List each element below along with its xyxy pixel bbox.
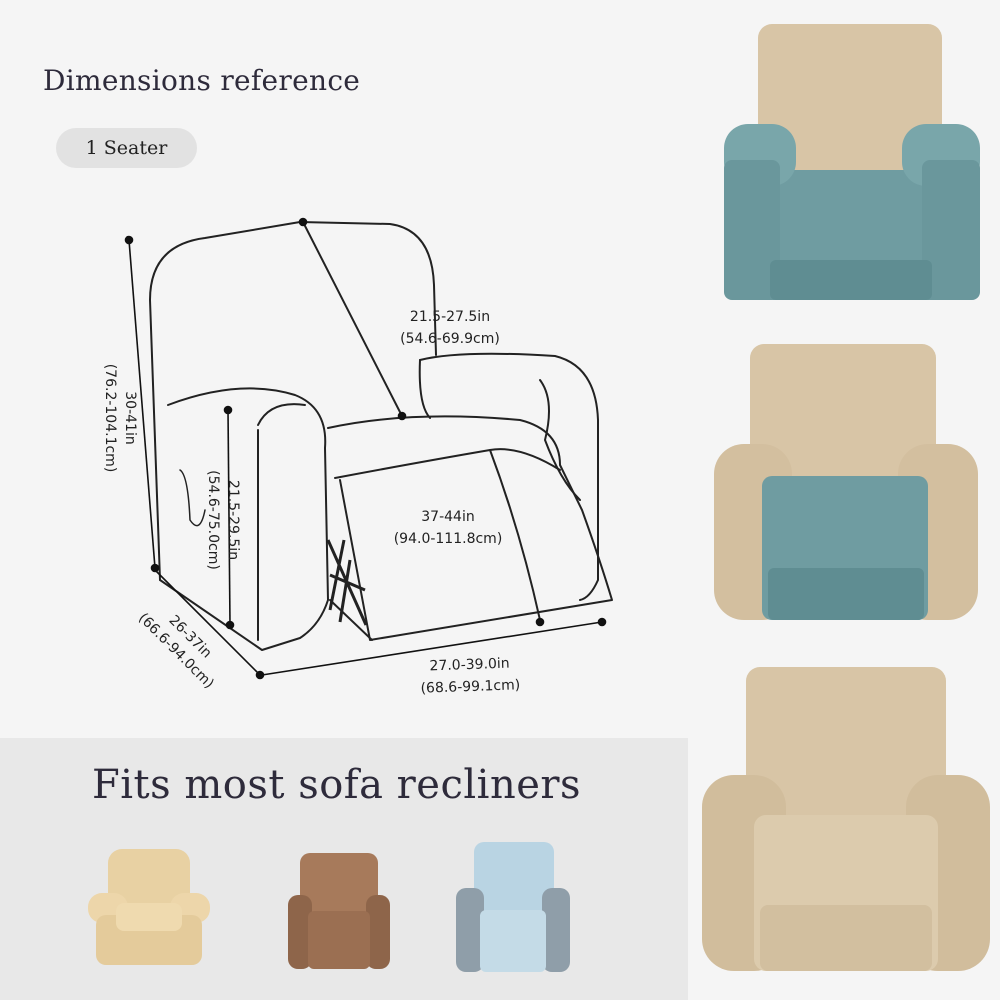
dimension-width: 27.0-39.0in (68.6-99.1cm) <box>420 655 521 697</box>
chair-footrest <box>329 599 373 641</box>
chair-cover-full <box>702 667 990 971</box>
size-tab-1-seater[interactable]: 1 Seater <box>56 128 197 168</box>
chair-right-arm <box>419 352 599 601</box>
chair-left-arm <box>159 387 329 651</box>
chair-cover-back-and-arms <box>714 344 978 620</box>
recliner-dimension-diagram <box>124 217 613 680</box>
thumbnail-cream-recliner <box>88 849 210 965</box>
recliner-mechanism <box>326 539 368 626</box>
dimension-back-width: 21.5-27.5in (54.6-69.9cm) <box>400 309 500 347</box>
dimension-seat-length: 37-44in (94.0-111.8cm) <box>393 509 503 547</box>
chair-back-seam <box>302 221 403 417</box>
chair-back-outline <box>149 221 437 581</box>
thumbnail-brown-recliner <box>288 853 390 969</box>
chair-side-pocket <box>179 469 206 527</box>
dimension-height: 30-41in (76.2-104.1cm) <box>102 363 138 473</box>
chair-cover-back-only <box>724 24 980 300</box>
page-title: Dimensions reference <box>43 64 361 97</box>
fits-title: Fits most sofa recliners <box>92 762 582 808</box>
dimension-arm-height: 21.5-29.5in (54.6-75.0cm) <box>205 470 241 570</box>
thumbnail-light-blue-recliner <box>456 842 570 972</box>
chair-seat <box>327 415 613 641</box>
